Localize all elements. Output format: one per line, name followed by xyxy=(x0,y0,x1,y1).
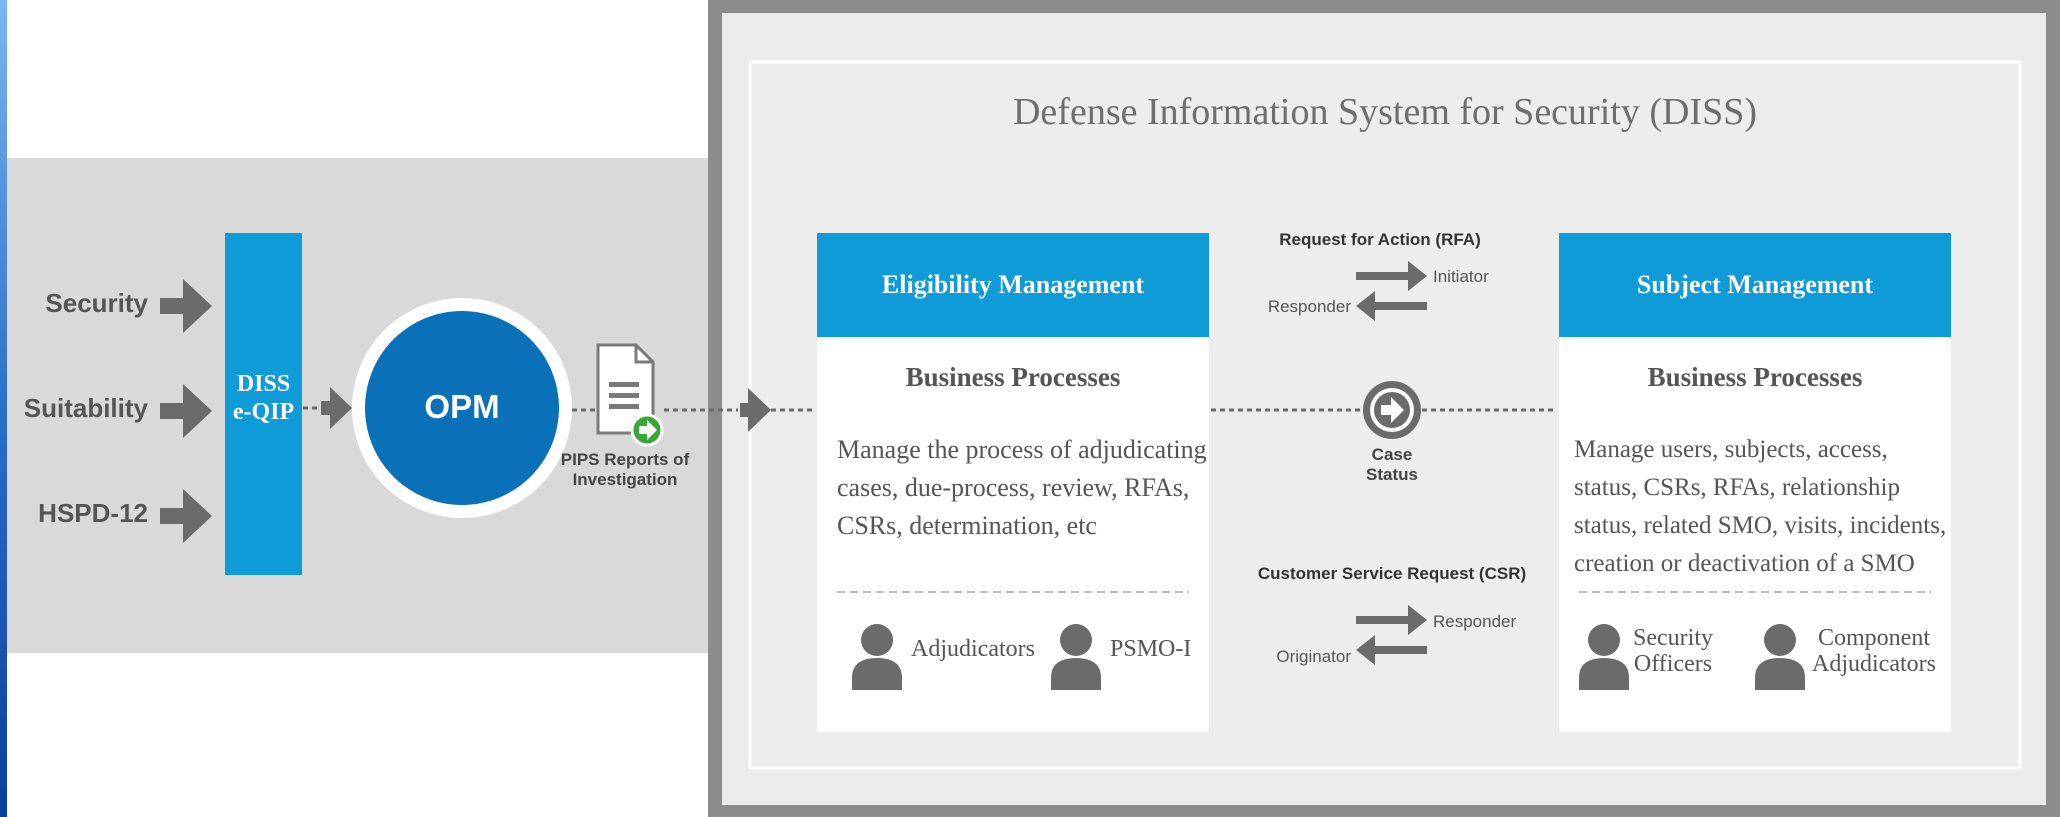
csr-responder-label: Responder xyxy=(1433,612,1517,631)
pips-label-line1: PIPS Reports of xyxy=(560,450,690,469)
arrow-left-icon xyxy=(1356,291,1427,321)
role-security-officers: Security Officers xyxy=(1628,625,1718,677)
subject-header: Subject Management xyxy=(1559,233,1951,337)
role-psmo-i: PSMO-I xyxy=(1110,636,1192,662)
subject-desc-line: status, CSRs, RFAs, relationship xyxy=(1574,474,1900,501)
input-label-suitability: Suitability xyxy=(23,393,148,423)
person-icon xyxy=(1051,624,1101,690)
role-line: Officers xyxy=(1633,651,1713,677)
arrow-right-icon xyxy=(160,279,212,333)
case-status-line1: Case xyxy=(1371,445,1413,464)
eligibility-desc-line: Manage the process of adjudicating xyxy=(837,435,1207,464)
arrow-right-icon xyxy=(1356,605,1427,635)
eligibility-description: Manage the process of adjudicating cases… xyxy=(837,431,1207,545)
subject-bp-title: Business Processes xyxy=(1647,362,1863,392)
role-line: Adjudicators xyxy=(1812,651,1936,677)
rfa-title: Request for Action (RFA) xyxy=(1279,230,1481,249)
subject-desc-line: status, related SMO, visits, incidents, xyxy=(1574,512,1947,539)
role-line: Security xyxy=(1633,625,1713,651)
subject-desc-line: Manage users, subjects, access, xyxy=(1574,436,1888,463)
input-label-hspd12: HSPD-12 xyxy=(38,498,148,528)
subject-description: Manage users, subjects, access, status, … xyxy=(1574,431,1950,583)
eligibility-desc-line: CSRs, determination, etc xyxy=(837,511,1097,540)
case-status-icon xyxy=(1363,381,1421,439)
arrow-right-icon xyxy=(160,489,212,543)
document-icon xyxy=(596,343,655,435)
eligibility-bp-title: Business Processes xyxy=(905,362,1121,392)
input-label-security: Security xyxy=(45,288,148,318)
diss-title: Defense Information System for Security … xyxy=(1012,91,1757,133)
pips-label-line2: Investigation xyxy=(572,470,678,489)
csr-originator-label: Originator xyxy=(1276,647,1351,666)
eligibility-header: Eligibility Management xyxy=(817,233,1209,337)
rfa-initiator-label: Initiator xyxy=(1433,267,1489,286)
diss-eqip-line1: DISS xyxy=(236,371,291,397)
person-icon xyxy=(1755,624,1805,690)
subject-desc-line: creation or deactivation of a SMO xyxy=(1574,550,1915,577)
opm-circle xyxy=(365,311,559,505)
pips-label: PIPS Reports of Investigation xyxy=(555,450,695,490)
case-status-line2: Status xyxy=(1366,465,1418,484)
arrow-right-icon xyxy=(160,384,212,438)
case-status-label: Case Status xyxy=(1342,445,1442,485)
green-arrow-icon xyxy=(630,413,664,447)
arrow-right-icon xyxy=(1356,261,1427,291)
arrow-left-icon xyxy=(1356,635,1427,665)
role-line: Component xyxy=(1818,625,1930,651)
person-icon xyxy=(1579,624,1629,690)
person-icon xyxy=(852,624,902,690)
role-adjudicators: Adjudicators xyxy=(911,636,1035,662)
arrow-right-icon xyxy=(321,387,352,429)
role-component-adjudicators: Component Adjudicators xyxy=(1808,625,1940,677)
csr-title: Customer Service Request (CSR) xyxy=(1257,564,1527,583)
rfa-responder-label: Responder xyxy=(1267,297,1351,316)
opm-label: OPM xyxy=(424,388,500,425)
diss-eqip-line2: e-QIP xyxy=(232,399,295,425)
arrow-right-icon xyxy=(740,388,771,432)
eligibility-desc-line: cases, due-process, review, RFAs, xyxy=(837,473,1190,502)
left-edge-strip xyxy=(0,0,7,817)
diss-eqip-bar xyxy=(225,233,302,575)
diss-eqip-label: DISS e-QIP xyxy=(225,370,302,426)
